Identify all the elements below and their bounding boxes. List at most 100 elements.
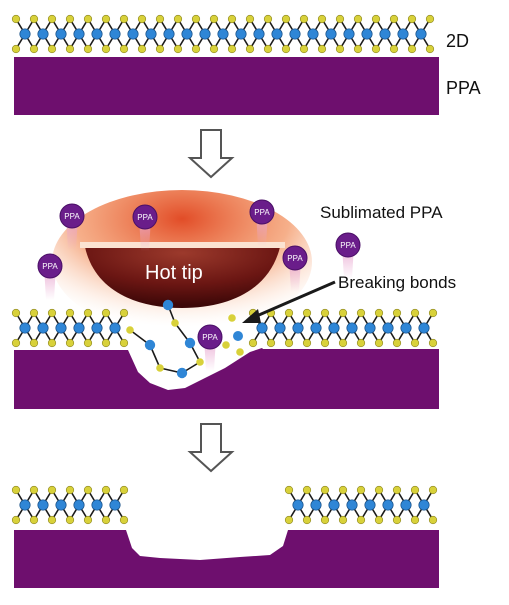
metal-atom: [162, 299, 174, 311]
chalcogen-atom: [428, 338, 438, 348]
substrate-middle: [14, 348, 439, 409]
chalcogen-atom: [392, 308, 402, 318]
2d-layer-bottom-left: [11, 485, 129, 525]
metal-atom: [73, 28, 85, 40]
chalcogen-atom: [65, 44, 75, 54]
chalcogen-atom: [137, 44, 147, 54]
metal-atom: [292, 499, 304, 511]
chalcogen-atom: [392, 338, 402, 348]
chalcogen-atom: [156, 364, 164, 372]
chalcogen-atom: [101, 485, 111, 495]
chalcogen-atom: [335, 14, 345, 24]
chalcogen-atom: [209, 14, 219, 24]
metal-atom: [37, 28, 49, 40]
chalcogen-atom: [338, 308, 348, 318]
chalcogen-atom: [374, 515, 384, 525]
metal-atom: [127, 28, 139, 40]
chalcogen-atom: [119, 485, 129, 495]
chalcogen-atom: [119, 44, 129, 54]
metal-atom: [55, 322, 67, 334]
chalcogen-atom: [320, 515, 330, 525]
chalcogen-atom: [65, 485, 75, 495]
metal-atom: [379, 28, 391, 40]
chalcogen-atom: [173, 44, 183, 54]
chalcogen-atom: [65, 515, 75, 525]
chalcogen-atom: [227, 14, 237, 24]
chalcogen-atom: [83, 308, 93, 318]
chalcogen-atom: [126, 326, 134, 334]
chalcogen-atom: [266, 338, 276, 348]
metal-atom: [235, 28, 247, 40]
metal-atom: [382, 499, 394, 511]
metal-atom: [292, 322, 304, 334]
metal-atom: [91, 499, 103, 511]
2d-layer-bottom-right: [284, 485, 438, 525]
chalcogen-atom: [191, 44, 201, 54]
chalcogen-atom: [11, 515, 21, 525]
chalcogen-atom: [155, 14, 165, 24]
chalcogen-atom: [83, 14, 93, 24]
metal-atom: [346, 322, 358, 334]
label-ppa: PPA: [446, 78, 481, 98]
chalcogen-atom: [374, 485, 384, 495]
metal-atom: [73, 499, 85, 511]
chalcogen-atom: [29, 14, 39, 24]
metal-atom: [328, 499, 340, 511]
chalcogen-atom: [356, 515, 366, 525]
tip-top-band: [80, 242, 285, 248]
label-sublimated-ppa: Sublimated PPA: [320, 203, 443, 222]
chalcogen-atom: [29, 308, 39, 318]
chalcogen-atom: [410, 308, 420, 318]
2d-layer-top: [11, 14, 435, 54]
metal-atom: [325, 28, 337, 40]
chalcogen-atom: [353, 14, 363, 24]
ppa-molecule: [37, 253, 63, 279]
chalcogen-atom: [320, 485, 330, 495]
chalcogen-atom: [65, 14, 75, 24]
chalcogen-atom: [284, 515, 294, 525]
chalcogen-atom: [173, 14, 183, 24]
chalcogen-atom: [425, 14, 435, 24]
chalcogen-atom: [428, 485, 438, 495]
metal-atom: [145, 28, 157, 40]
chalcogen-atom: [101, 515, 111, 525]
metal-atom: [55, 28, 67, 40]
metal-atom: [307, 28, 319, 40]
metal-atom: [397, 28, 409, 40]
metal-atom: [109, 499, 121, 511]
metal-atom: [37, 322, 49, 334]
chalcogen-atom: [83, 515, 93, 525]
chalcogen-atom: [356, 338, 366, 348]
chalcogen-atom: [374, 338, 384, 348]
broken-bonds-chain: [126, 299, 244, 379]
metal-atom: [55, 499, 67, 511]
chalcogen-atom: [410, 338, 420, 348]
chalcogen-atom: [155, 44, 165, 54]
chalcogen-atom: [65, 308, 75, 318]
metal-atom: [144, 339, 156, 351]
chalcogen-atom: [101, 338, 111, 348]
metal-atom: [274, 322, 286, 334]
chalcogen-atom: [47, 338, 57, 348]
ppa-molecule-label: PPA: [340, 241, 356, 250]
ppa-molecule: [132, 204, 158, 230]
label-breaking-bonds: Breaking bonds: [338, 273, 457, 292]
metal-atom: [19, 28, 31, 40]
ppa-molecule-label: PPA: [64, 212, 80, 221]
chalcogen-atom: [47, 44, 57, 54]
chalcogen-atom: [302, 485, 312, 495]
chalcogen-atom: [371, 44, 381, 54]
label-2d: 2D: [446, 31, 470, 51]
metal-atom: [253, 28, 265, 40]
chalcogen-atom: [29, 485, 39, 495]
metal-atom: [73, 322, 85, 334]
metal-atom: [217, 28, 229, 40]
down-arrow-icon: [187, 423, 235, 473]
ppa-molecule: [59, 203, 85, 229]
substrate-top: [14, 57, 439, 115]
metal-atom: [346, 499, 358, 511]
ppa-molecule: [335, 232, 361, 258]
chalcogen-atom: [320, 308, 330, 318]
chalcogen-atom: [245, 14, 255, 24]
